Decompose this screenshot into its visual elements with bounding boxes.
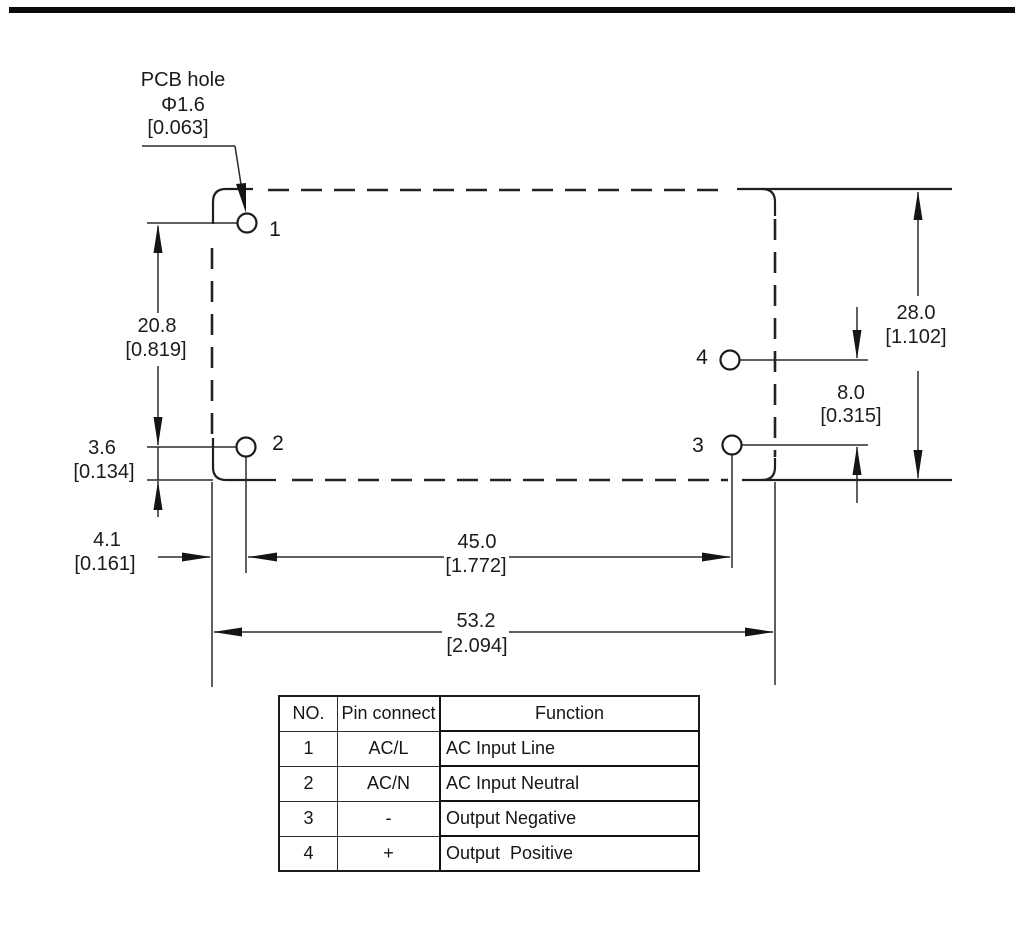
dim-3.6-mm: 3.6 [88, 437, 116, 459]
cell-pin: AC/N [337, 765, 441, 802]
cell-pin: + [337, 835, 441, 872]
cell-no: 4 [278, 835, 338, 872]
dimension-arrowheads [153, 183, 923, 637]
pcb-hole-note-inch: [0.063] [147, 117, 209, 139]
module-outline-corners [211, 187, 952, 482]
table-row: 1 AC/L AC Input Line [278, 730, 700, 767]
module-outline-dashed [210, 188, 777, 482]
dim-8.0-inch: [0.315] [820, 405, 882, 427]
table-row: 2 AC/N AC Input Neutral [278, 765, 700, 802]
dim-20.8-mm: 20.8 [137, 315, 177, 337]
cell-no: 3 [278, 800, 338, 837]
cell-function: Output Positive [439, 835, 700, 872]
dimension-lines [142, 145, 919, 633]
dim-3.6-inch: [0.134] [73, 461, 135, 483]
table-header-row: NO. Pin connect Function [278, 695, 700, 732]
dim-45.0-mm: 45.0 [457, 531, 497, 553]
dim-28.0-inch: [1.102] [885, 326, 947, 348]
dim-20.8-inch: [0.819] [125, 339, 187, 361]
dim-53.2-mm: 53.2 [456, 610, 496, 632]
pin-label-3: 3 [692, 434, 704, 457]
header-pin-connect: Pin connect [337, 695, 441, 732]
table-row: 4 + Output Positive [278, 835, 700, 872]
cell-function: AC Input Neutral [439, 765, 700, 802]
pin-label-1: 1 [269, 218, 281, 241]
cell-pin: AC/L [337, 730, 441, 767]
pcb-hole-note-title: PCB hole [140, 69, 226, 91]
pin-hole-4 [719, 349, 741, 371]
cell-function: AC Input Line [439, 730, 700, 767]
cell-pin: - [337, 800, 441, 837]
table-row: 3 - Output Negative [278, 800, 700, 837]
dim-28.0-mm: 28.0 [896, 302, 936, 324]
cell-function: Output Negative [439, 800, 700, 837]
pin-hole-1 [236, 212, 258, 234]
dim-45.0-inch: [1.772] [445, 555, 507, 577]
extension-lines [147, 222, 868, 687]
header-no: NO. [278, 695, 338, 732]
pin-holes [235, 212, 743, 458]
dim-53.2-inch: [2.094] [446, 635, 508, 657]
dim-4.1-inch: [0.161] [74, 553, 136, 575]
header-function: Function [439, 695, 700, 732]
pin-label-2: 2 [272, 432, 284, 455]
pin-label-4: 4 [696, 346, 708, 369]
cell-no: 2 [278, 765, 338, 802]
cell-no: 1 [278, 730, 338, 767]
pin-hole-2 [235, 436, 257, 458]
top-border-line [9, 7, 1015, 13]
dim-8.0-mm: 8.0 [837, 382, 865, 404]
pcb-hole-note-diameter: Φ1.6 [161, 94, 205, 116]
dim-4.1-mm: 4.1 [93, 529, 121, 551]
pin-connection-table: NO. Pin connect Function 1 AC/L AC Input… [278, 695, 700, 872]
pin-hole-3 [721, 434, 743, 456]
